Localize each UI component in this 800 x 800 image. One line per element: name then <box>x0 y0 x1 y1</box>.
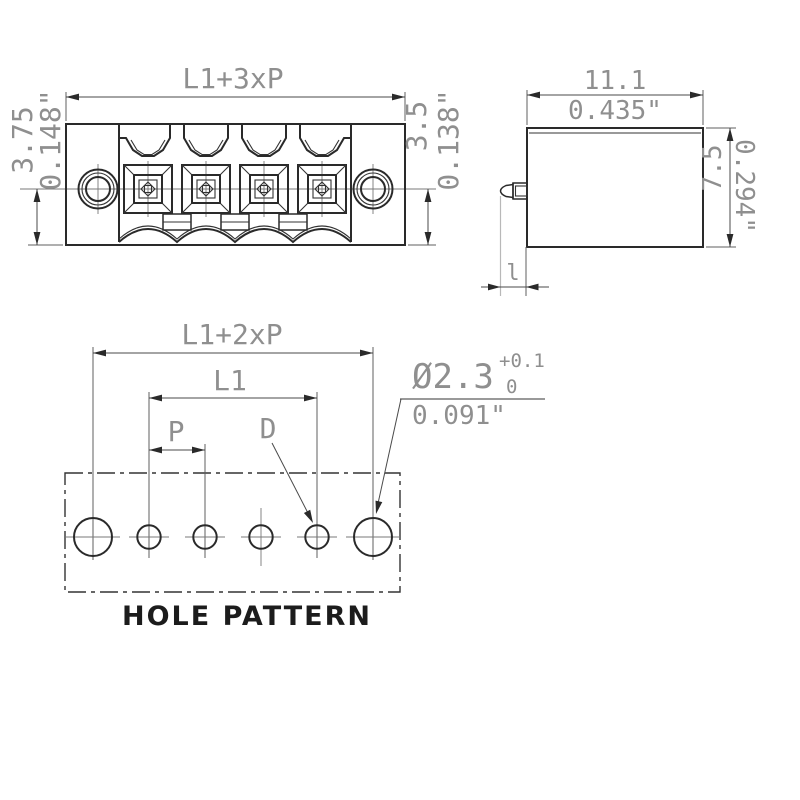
pin-hole-2 <box>192 524 218 550</box>
front-width-dim-label: L1+3xP <box>182 62 283 95</box>
pcb-outline <box>64 472 401 593</box>
hp-dia-inch: 0.091" <box>412 401 506 431</box>
side-height-dimension: 7.5 0.294" <box>698 127 759 248</box>
hp-diameter-callout: Ø2.3 +0.1 0 0.091" <box>375 350 545 514</box>
hp-pitch-dimension: P <box>149 415 205 454</box>
hp-pitch-dim-label: P <box>168 415 185 448</box>
hole-pattern-view: L1+2xP L1 P D Ø2.3 +0.1 <box>64 318 545 632</box>
pin-hole-1 <box>136 524 162 550</box>
hp-dia-tol-minus: 0 <box>506 376 517 398</box>
front-right-dim-mm: 3.5 <box>400 101 433 152</box>
hp-dia-tol-plus: +0.1 <box>499 350 545 372</box>
hp-hole-label: D <box>260 412 277 445</box>
side-width-dim-mm: 11.1 <box>584 66 647 96</box>
mounting-hole-left <box>73 517 113 557</box>
side-width-dimension: 11.1 0.435" <box>526 66 704 126</box>
side-pin-dim-label: l <box>506 261 519 286</box>
hp-dia-mm: Ø2.3 <box>412 357 494 397</box>
side-pin-dimension: l <box>481 196 549 296</box>
pin-hole-3 <box>248 524 274 550</box>
front-width-dimension: L1+3xP <box>65 62 406 121</box>
front-right-dimension: 3.5 0.138" <box>400 89 465 246</box>
hp-hole-diameter-label: D <box>260 412 313 523</box>
side-width-dim-inch: 0.435" <box>568 96 662 126</box>
hole-pattern-title: HOLE PATTERN <box>122 601 372 632</box>
hp-inner-dimension: L1 <box>149 364 317 402</box>
hp-outer-dim-label: L1+2xP <box>181 318 282 351</box>
mounting-hole-right <box>353 517 393 557</box>
side-body <box>526 127 704 248</box>
front-right-dim-inch: 0.138" <box>432 89 465 190</box>
side-view: 11.1 0.435" 7.5 0.294" l <box>481 66 759 296</box>
side-height-dim-mm: 7.5 <box>698 145 728 192</box>
pin-hole-4 <box>304 524 330 550</box>
side-pin <box>499 182 528 200</box>
front-connector-body <box>118 123 352 244</box>
hp-outer-dimension: L1+2xP <box>93 318 373 357</box>
front-left-dimension: 3.75 0.148" <box>6 89 67 246</box>
front-view: L1+3xP 3.75 0.148" 3.5 0.138" <box>6 62 465 246</box>
front-left-dim-inch: 0.148" <box>34 89 67 190</box>
hp-inner-dim-label: L1 <box>213 364 247 397</box>
side-height-dim-inch: 0.294" <box>729 139 759 233</box>
front-left-dim-mm: 3.75 <box>6 106 39 173</box>
